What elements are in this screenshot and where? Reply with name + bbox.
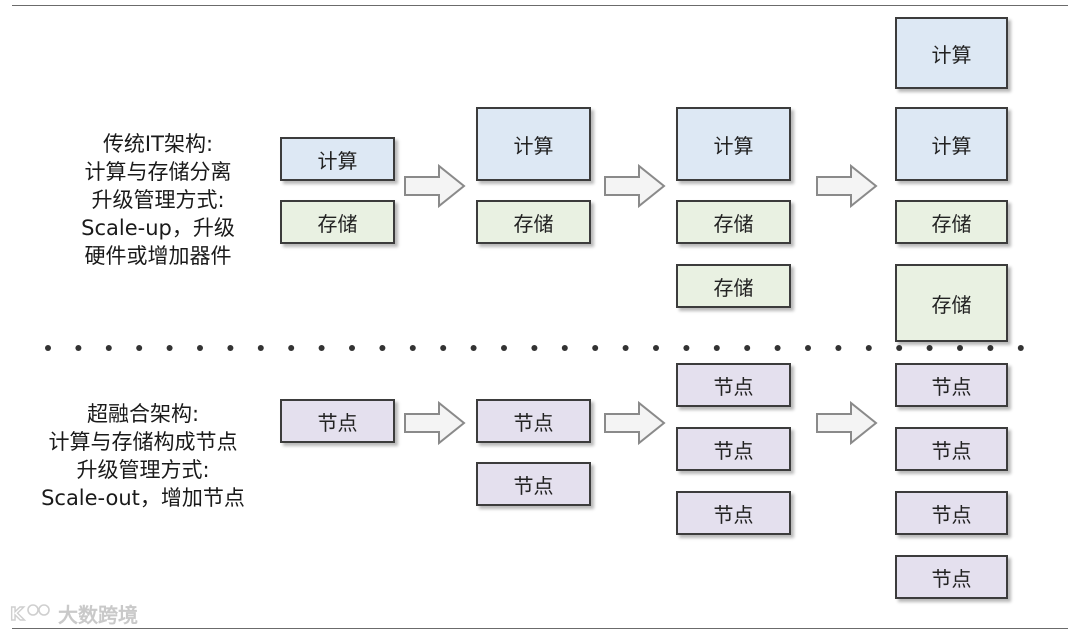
node-box: 节点 — [895, 427, 1008, 471]
node-box: 节点 — [895, 555, 1008, 599]
separator-dot — [835, 345, 842, 351]
logo-icon: K — [10, 603, 50, 626]
separator-dot — [349, 345, 355, 351]
separator-dot — [653, 345, 659, 351]
right-arrow-icon — [604, 163, 666, 209]
node-box: 节点 — [676, 491, 791, 535]
separator-dot — [744, 345, 751, 351]
separator-dot — [896, 345, 903, 351]
description-line: 超融合架构: — [86, 402, 200, 426]
separator-dot — [501, 345, 507, 351]
storage-box: 存储 — [476, 200, 591, 244]
separator-dot — [379, 345, 386, 351]
storage-box: 存储 — [895, 200, 1008, 244]
separator-dot — [227, 345, 234, 351]
description-line: Scale-up，升级 — [81, 216, 235, 240]
description-line: 升级管理方式: — [91, 188, 225, 212]
separator-dot — [136, 345, 143, 351]
separator-dot — [409, 345, 416, 351]
node-box: 节点 — [676, 363, 791, 407]
separator-dot — [531, 345, 538, 351]
description-line: 计算与存储构成节点 — [48, 430, 238, 454]
watermark: K 大数跨境 — [10, 598, 138, 628]
separator-dot — [1017, 345, 1024, 351]
watermark-text: 大数跨境 — [58, 602, 138, 627]
separator-dot — [622, 345, 629, 351]
storage-box: 存储 — [895, 264, 1008, 342]
separator-dot — [987, 345, 994, 351]
top-rule — [12, 5, 1068, 6]
node-box: 节点 — [895, 491, 1008, 535]
separator-dot — [257, 345, 264, 351]
description-line: 传统IT架构: — [102, 132, 214, 156]
separator-dot — [288, 345, 295, 351]
separator-dot — [957, 345, 963, 351]
right-arrow-icon — [604, 400, 666, 446]
right-arrow-icon — [816, 163, 878, 209]
separator-dot — [440, 345, 447, 351]
separator-dot — [318, 345, 325, 351]
separator-dot — [865, 345, 872, 351]
compute-box: 计算 — [676, 107, 791, 181]
storage-box: 存储 — [676, 200, 791, 244]
storage-box: 存储 — [280, 200, 395, 244]
separator-dot — [197, 345, 203, 351]
traditional-description: 传统IT架构: 计算与存储分离 升级管理方式: Scale-up，升级 硬件或增… — [38, 130, 278, 270]
compute-box: 计算 — [476, 107, 591, 181]
node-box: 节点 — [476, 399, 591, 443]
description-line: 计算与存储分离 — [84, 160, 232, 184]
description-line: Scale-out，增加节点 — [41, 486, 245, 510]
right-arrow-icon — [816, 400, 878, 446]
node-box: 节点 — [280, 399, 395, 443]
separator-dot — [774, 345, 781, 351]
separator-dot — [561, 345, 568, 351]
separator-dot — [592, 345, 599, 351]
bottom-rule — [12, 628, 1068, 629]
right-arrow-icon — [404, 163, 466, 209]
node-box: 节点 — [476, 462, 591, 506]
svg-text:K: K — [10, 604, 25, 625]
separator-dot — [683, 345, 690, 351]
compute-box: 计算 — [895, 17, 1008, 89]
dotted-separator — [45, 345, 1024, 351]
description-line: 硬件或增加器件 — [84, 244, 232, 268]
hyperconverged-description: 超融合架构: 计算与存储构成节点 升级管理方式: Scale-out，增加节点 — [18, 400, 268, 512]
separator-dot — [166, 345, 173, 351]
storage-box: 存储 — [676, 264, 791, 308]
right-arrow-icon — [404, 400, 466, 446]
compute-box: 计算 — [895, 107, 1008, 181]
separator-dot — [45, 345, 51, 351]
separator-dot — [105, 345, 112, 351]
separator-dot — [75, 345, 82, 351]
compute-box: 计算 — [280, 137, 395, 181]
node-box: 节点 — [895, 363, 1008, 407]
separator-dot — [926, 345, 933, 351]
separator-dot — [470, 345, 477, 351]
description-line: 升级管理方式: — [76, 458, 210, 482]
separator-dot — [713, 345, 720, 351]
node-box: 节点 — [676, 427, 791, 471]
separator-dot — [805, 345, 811, 351]
